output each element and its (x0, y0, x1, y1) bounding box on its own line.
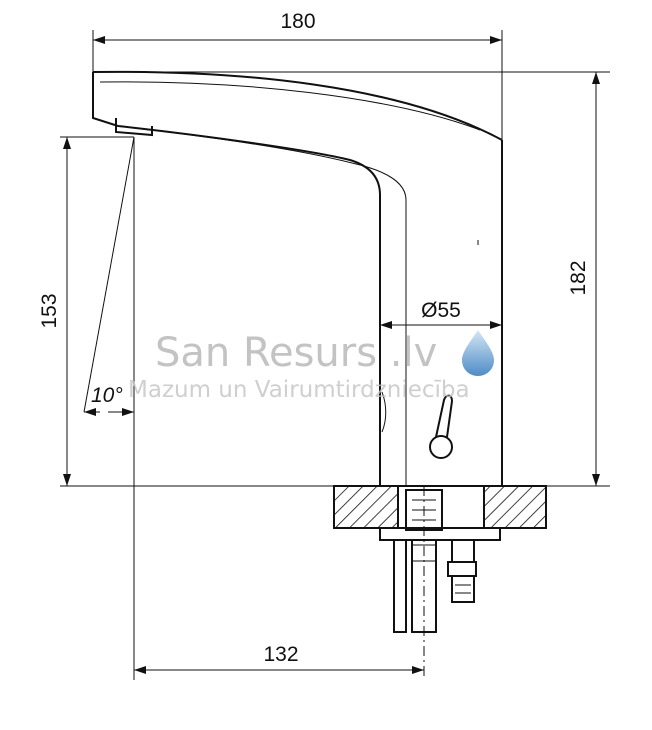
water-drop-icon (462, 330, 494, 376)
watermark-brand: San Resurs .lv (155, 330, 437, 376)
dimension-width-label: 180 (280, 10, 315, 33)
watermark-tagline: Mazum un Vairumtirdzniecība (128, 377, 470, 403)
dimension-lines (60, 30, 610, 680)
dimension-spout-height-label: 153 (38, 293, 61, 328)
dimension-angle-label: 10° (91, 384, 123, 407)
countertop-section (333, 485, 547, 529)
faucet-body (92, 70, 506, 487)
dimension-diameter-label: Ø55 (421, 299, 461, 322)
watermark: San Resurs .lv Mazum un Vairumtirdzniecī… (128, 330, 494, 403)
dimension-height-label: 182 (567, 260, 590, 295)
dimension-reach-label: 132 (263, 643, 298, 666)
